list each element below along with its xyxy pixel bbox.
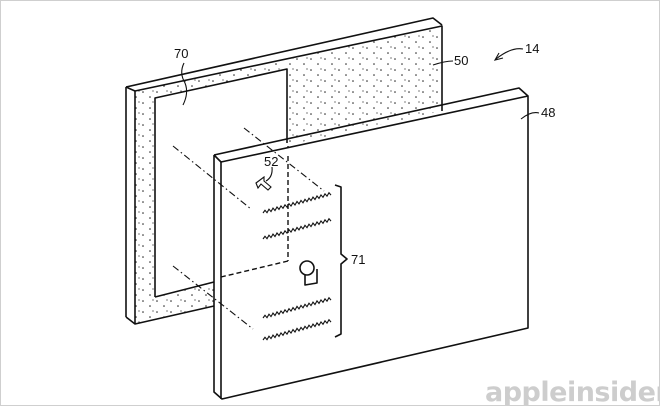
cursor-arrow-icon	[255, 166, 273, 191]
label-50: 50	[454, 53, 468, 68]
label-70: 70	[174, 46, 188, 61]
text-line-squiggle	[262, 296, 332, 319]
label-14: 14	[525, 41, 539, 56]
label-52: 52	[264, 154, 278, 169]
label-48: 48	[541, 105, 555, 120]
brace-71	[334, 184, 348, 338]
front-panel-48	[213, 87, 529, 400]
rear-panel-50	[125, 17, 443, 325]
text-line-squiggle	[262, 191, 332, 214]
content-icon	[299, 260, 318, 286]
text-line-squiggle	[262, 318, 332, 341]
content-lines	[262, 191, 332, 341]
leader-lines	[181, 48, 540, 120]
watermark-appleinsider: appleinsider	[485, 377, 660, 406]
label-71: 71	[351, 252, 365, 267]
projection-lines	[172, 127, 325, 330]
window-region-70	[155, 69, 287, 297]
text-line-squiggle	[262, 217, 332, 240]
